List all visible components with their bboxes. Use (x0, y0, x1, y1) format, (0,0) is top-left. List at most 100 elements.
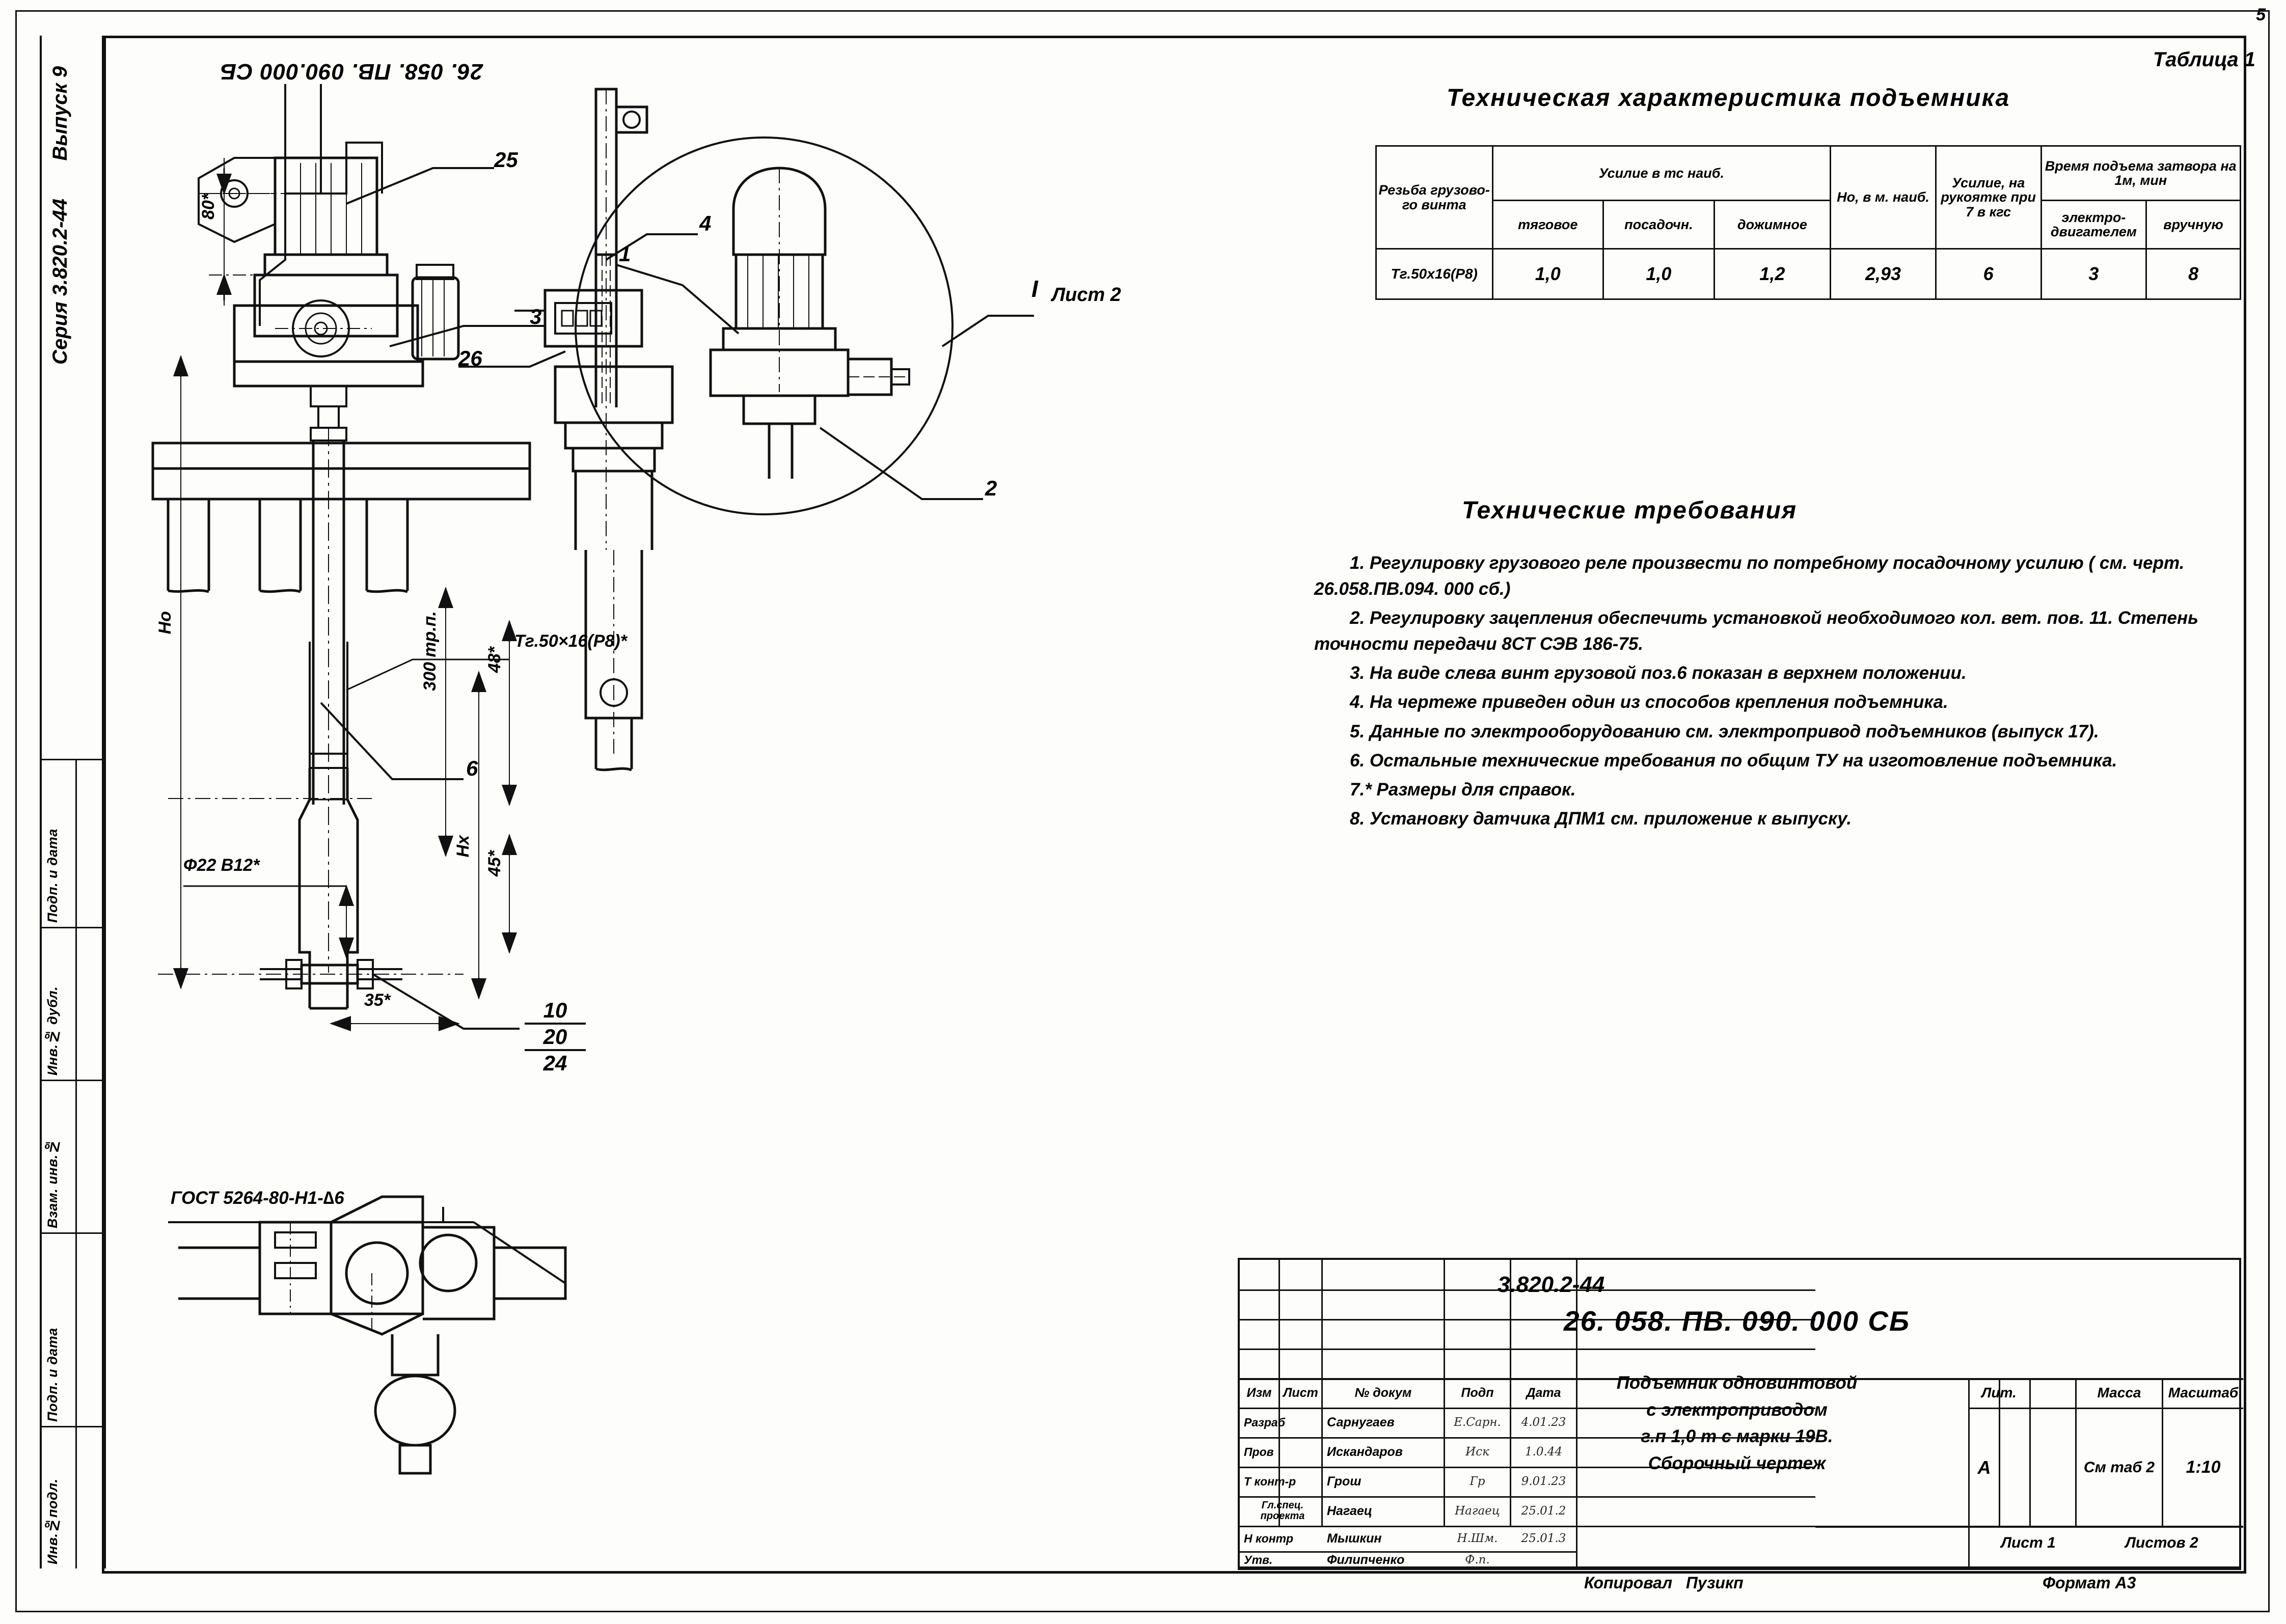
stamp-object-line-2: с электроприводом (1646, 1399, 1828, 1420)
drawing-area: 25 26 3 1 4 2 6 I Лист 2 10 20 24 80* Но… (107, 41, 1278, 1563)
margin-block-2: Взам. инв.№ (42, 1080, 104, 1232)
th-force-traction: тяговое (1491, 200, 1604, 250)
margin-block-1: Инв.№ дубл. (42, 927, 104, 1080)
td-pressing: 1,2 (1713, 248, 1832, 300)
issue-label: Выпуск 9 (49, 66, 71, 161)
stamp-lit-label: Лит. (1981, 1385, 2017, 1401)
title-block: Изм Лист № докум Подп Дата Разраб Сарнуг… (1238, 1258, 2243, 1568)
tech-req-item-2: 2. Регулировку зацепления обеспечить уст… (1314, 608, 2198, 654)
right-view-assembly (709, 167, 910, 479)
stamp-col-izm: Изм (1246, 1385, 1272, 1400)
stamp-code-series: 3.820.2-44 (1498, 1272, 1605, 1297)
stamp-col-sign: Подп (1461, 1385, 1494, 1400)
stamp-sign-0: Е.Сарн. (1454, 1415, 1501, 1429)
th-thread: Резьба грузово- го винта (1375, 145, 1493, 250)
stamp-col-list: Лист (1283, 1385, 1318, 1400)
tech-req-item-4: 4. На чертеже приведен один из способов … (1350, 692, 1948, 712)
table1-title: Техническая характеристика подъемника (1447, 85, 2010, 112)
stamp-object-line-1: Подъемник одновинтовой (1616, 1373, 1858, 1393)
footer-copied-by: Копировал Пузикп (1584, 1574, 1744, 1592)
footer-format: Формат А3 (2043, 1574, 2136, 1592)
plan-view-assembly (168, 1195, 567, 1475)
margin-block-4-field (75, 1427, 104, 1568)
tech-req-item-5: 5. Данные по электрооборудованию см. эле… (1350, 721, 2099, 741)
tech-requirements-list: 1. Регулировку грузового реле произвести… (1314, 550, 2246, 835)
section-sheet-label: Лист 2 (1052, 284, 1121, 306)
stamp-name-0: Сарнугаев (1327, 1415, 1395, 1429)
stamp-mass-label: Масса (2097, 1385, 2141, 1401)
callout-24: 24 (543, 1051, 567, 1075)
stamp-object-name: Подъемник одновинтовой с электроприводом… (1518, 1370, 1956, 1477)
stamp-name-4: Мышкин (1327, 1531, 1382, 1546)
stamp-object-line-4: Сборочный чертеж (1648, 1453, 1826, 1473)
stamp-sign-1: Иск (1465, 1445, 1489, 1458)
dim-300: 300 тр.п. (420, 611, 440, 691)
dim-48: 48* (485, 647, 504, 673)
callout-3: 3 (530, 305, 542, 328)
margin-block-4-label: Инв.№подл. (45, 1478, 60, 1564)
dim-35: 35* (364, 990, 391, 1010)
stamp-object-line-3: г.п 1,0 т с марки 19В. (1641, 1426, 1833, 1446)
section-mark-I: I (1031, 276, 1038, 302)
tech-req-item-7: 7.* Размеры для справок. (1350, 779, 1576, 800)
callout-20: 20 (525, 1025, 586, 1051)
detail-circle (575, 136, 954, 515)
td-seating: 1,0 (1602, 248, 1715, 300)
dim-thread: Тг.50×16(Р8)* (514, 631, 627, 651)
th-time-motor: электро- двигателем (2040, 200, 2147, 250)
callout-4: 4 (699, 211, 712, 235)
margin-block-0-label: Подп. и дата (45, 829, 60, 923)
tech-req-item-3: 3. На виде слева винт грузовой поз.6 пок… (1350, 663, 1967, 683)
stamp-col-date: Дата (1526, 1385, 1561, 1400)
th-height: Но, в м. наиб. (1830, 145, 1937, 250)
th-force-group: Усилие в тс наиб. (1491, 145, 1832, 201)
stamp-date-1: 1.0.44 (1525, 1445, 1563, 1458)
stamp-sign-2: Гр (1469, 1474, 1485, 1488)
stamp-sheets: Листов 2 (2125, 1534, 2198, 1552)
dim-Hx: Нх (453, 835, 473, 858)
margin-block-3-label: Подп. и дата (45, 1328, 60, 1422)
td-time-manual: 8 (2145, 248, 2241, 300)
left-margin-column: Серия 3.820.2-44 Выпуск 9 Подп. и дата И… (40, 36, 106, 1568)
stamp-scale-value: 1:10 (2186, 1457, 2221, 1477)
stamp-date-3: 25.01.2 (1521, 1504, 1566, 1518)
margin-block-0: Подп. и дата (42, 759, 104, 927)
dim-45: 45* (485, 850, 504, 877)
td-time-motor: 3 (2040, 248, 2147, 300)
stamp-mass-value: См таб 2 (2083, 1458, 2155, 1476)
dim-Ho: Но (155, 611, 175, 635)
table1-caption: Таблица 1 (2153, 48, 2255, 71)
inner-frame (102, 36, 2246, 1574)
page-number: 5 (2256, 5, 2266, 24)
margin-block-2-label: Взам. инв.№ (45, 1139, 60, 1228)
stamp-role-3: Гл.спец. проекта (1260, 1500, 1305, 1522)
callout-stack: 10 20 24 (525, 998, 586, 1076)
th-handle-force: Усилие, на рукоятке при 7 в кгс (1935, 145, 2042, 250)
specification-table: Резьба грузово- го винта Усилие в тс наи… (1375, 145, 2241, 300)
table-header-row-2: тяговое посадочн. дожимное электро- двиг… (1376, 200, 2241, 250)
margin-block-2-field (75, 1081, 104, 1232)
series-label: Серия 3.820.2-44 (49, 199, 71, 365)
weld-note: ГОСТ 5264-80-Н1-∆6 (171, 1188, 344, 1208)
margin-block-1-field (75, 928, 104, 1080)
stamp-col-docnum: № докум (1354, 1385, 1412, 1400)
dim-shaft: Ф22 В12* (183, 856, 260, 875)
callout-10: 10 (525, 998, 586, 1025)
stamp-sign-5: Ф.п. (1465, 1553, 1490, 1566)
callout-leaders (320, 167, 1034, 1030)
th-force-seating: посадочн. (1602, 200, 1715, 250)
td-traction: 1,0 (1491, 248, 1604, 300)
tech-req-item-1: 1. Регулировку грузового реле произвести… (1314, 553, 2185, 599)
stamp-date-5 (1511, 1551, 1576, 1568)
tech-requirements-title: Технические требования (1462, 497, 1798, 524)
margin-block-0-field (75, 760, 104, 927)
dim-80: 80* (199, 194, 218, 220)
td-height: 2,93 (1830, 248, 1937, 300)
table-header-row-1: Резьба грузово- го винта Усилие в тс наи… (1375, 145, 2241, 250)
margin-block-1-label: Инв.№ дубл. (45, 986, 60, 1076)
side-view-assembly (514, 88, 674, 772)
margin-block-3-field (75, 1234, 104, 1426)
stamp-code-main: 26. 058. ПВ. 090. 000 СБ (1564, 1305, 1910, 1337)
table-row: Тг.50х16(Р8) 1,0 1,0 1,2 2,93 6 3 8 (1375, 248, 2241, 300)
